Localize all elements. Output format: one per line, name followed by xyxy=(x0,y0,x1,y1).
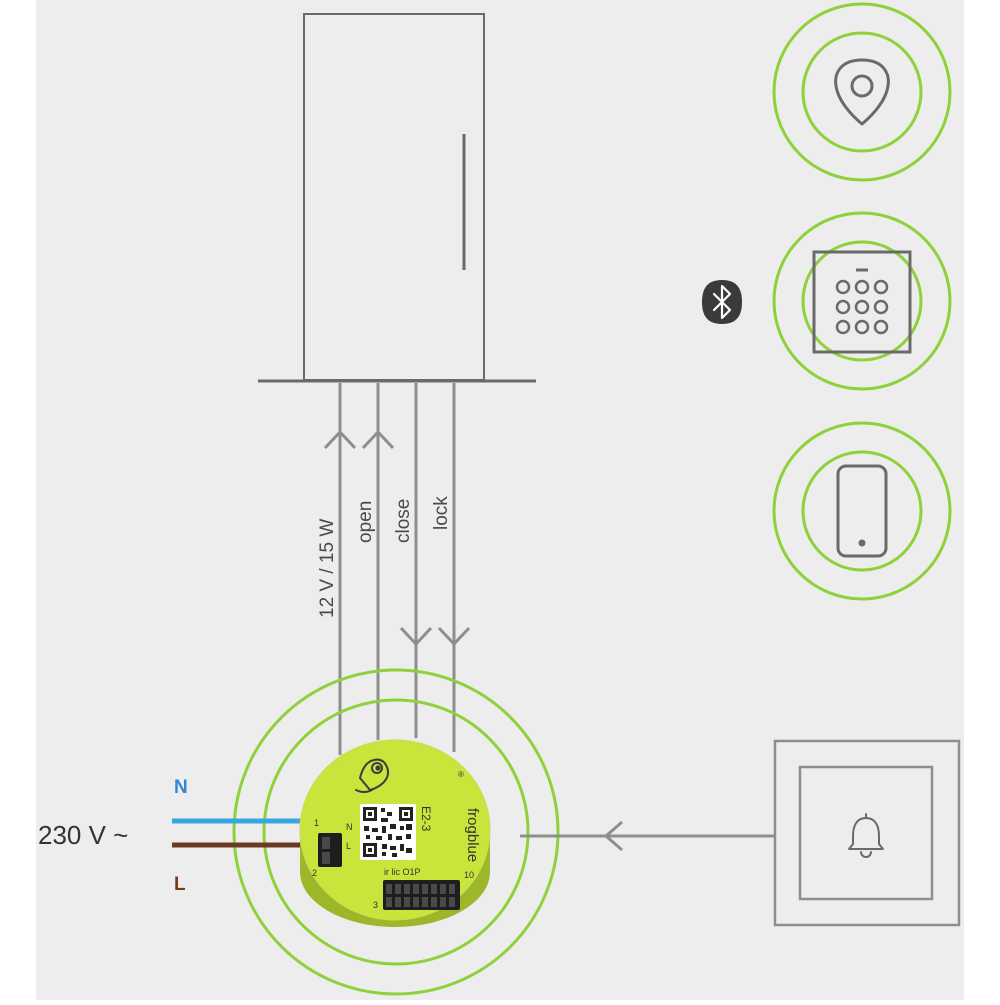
module-signal-ring-inner xyxy=(262,698,530,966)
doorbell-switch-rocker xyxy=(798,765,934,901)
smartphone-ring-inner xyxy=(801,450,923,572)
frogblue-module: frogblue ® E2-3 1 2 N L xyxy=(299,739,491,927)
bell-icon xyxy=(848,813,884,858)
neutral-label: N xyxy=(174,777,188,798)
doorbell-switch-frame xyxy=(773,739,961,927)
power-terminal-slot-n xyxy=(322,837,330,849)
lock-arrow-down xyxy=(437,626,471,646)
smartphone-device xyxy=(772,421,952,601)
wire-label-close: close xyxy=(393,499,414,543)
diagram-background xyxy=(36,0,964,1000)
keypad-ring-outer xyxy=(772,211,952,391)
control-terminal-slots xyxy=(386,884,455,907)
frog-logo-icon xyxy=(355,758,390,793)
power-supply: N L 230 V ~ xyxy=(38,777,318,895)
module-brand: frogblue xyxy=(464,808,481,862)
smartphone-icon xyxy=(836,464,888,558)
pin-3-label: 3 xyxy=(373,900,378,910)
control-wires xyxy=(323,383,471,755)
open-arrow-up xyxy=(361,430,395,450)
wire-label-power: 12 V / 15 W xyxy=(317,519,338,618)
power-arrow-up xyxy=(323,430,357,450)
terminal-n-label: N xyxy=(346,822,353,832)
keypad-icon xyxy=(812,250,912,354)
doorbell-arrow xyxy=(604,820,623,852)
wire-label-open: open xyxy=(355,501,376,543)
terminal-l-label: L xyxy=(346,841,351,851)
keypad-ring-inner xyxy=(801,240,923,362)
key-fob-ring-outer xyxy=(772,2,952,182)
bluetooth-icon xyxy=(702,280,742,324)
pin-1-label: 1 xyxy=(314,818,319,828)
module-highlight xyxy=(299,739,491,921)
door xyxy=(258,13,536,383)
module-signal-ring-outer xyxy=(232,668,560,996)
wire-label-lock: lock xyxy=(431,496,452,530)
doorbell-switch xyxy=(773,739,961,927)
module-model: E2-3 xyxy=(419,806,433,832)
control-terminal-block xyxy=(383,880,460,910)
pin-2-label: 2 xyxy=(312,868,317,878)
key-fob-icon xyxy=(834,58,890,126)
close-arrow-down xyxy=(399,626,433,646)
key-fob-device xyxy=(772,2,952,182)
module-trademark: ® xyxy=(458,770,464,779)
live-label: L xyxy=(174,874,186,895)
supply-voltage-label: 230 V ~ xyxy=(38,820,128,850)
key-fob-ring-inner xyxy=(801,31,923,153)
pin-10-label: 10 xyxy=(464,870,474,880)
power-terminal-slot-l xyxy=(322,852,330,864)
qr-code-icon xyxy=(360,804,416,860)
keypad-device xyxy=(772,211,952,391)
terminal-function-labels: ir lic O1P xyxy=(384,867,421,877)
smartphone-ring-outer xyxy=(772,421,952,601)
wire-labels: 12 V / 15 W open close lock xyxy=(317,496,452,618)
